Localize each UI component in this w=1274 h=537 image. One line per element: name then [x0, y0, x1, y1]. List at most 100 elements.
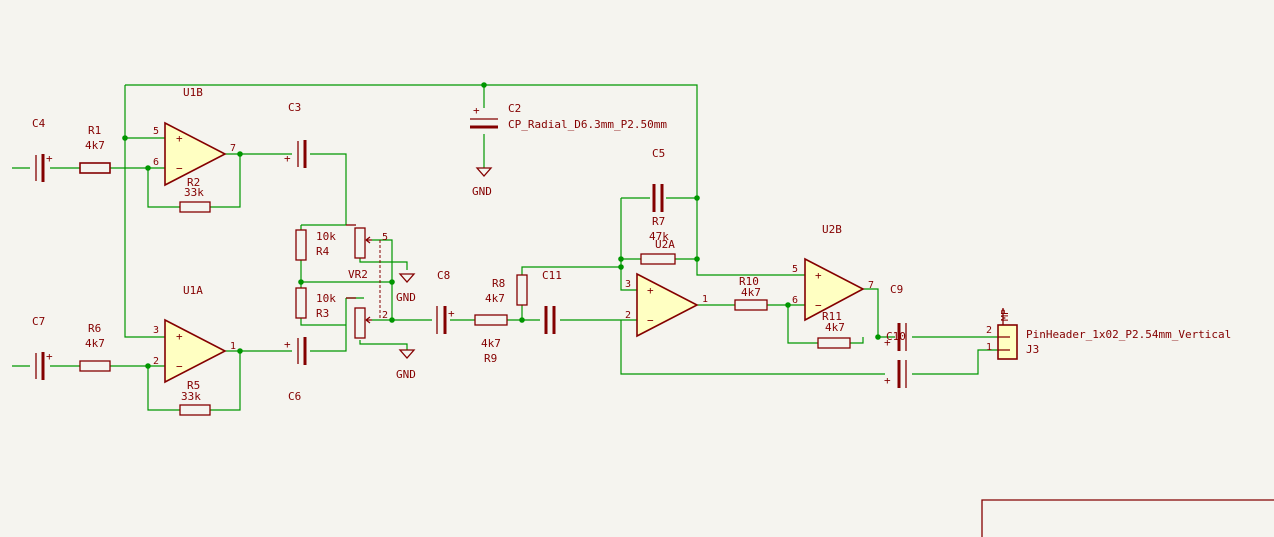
- svg-text:C11: C11: [542, 269, 562, 282]
- svg-text:3: 3: [153, 325, 159, 336]
- svg-text:2: 2: [153, 356, 159, 367]
- svg-text:CP_Radial_D6.3mm_P2.50mm: CP_Radial_D6.3mm_P2.50mm: [508, 118, 667, 131]
- svg-text:C7: C7: [32, 315, 45, 328]
- svg-text:5: 5: [153, 126, 159, 137]
- svg-text:5: 5: [382, 232, 388, 243]
- resistor-r5: R5 33k: [179, 379, 211, 416]
- svg-text:GND: GND: [396, 368, 416, 381]
- capacitor-c9: + C9: [884, 283, 907, 388]
- svg-text:MP: MP: [1000, 309, 1011, 321]
- svg-text:2: 2: [625, 310, 631, 321]
- svg-text:R3: R3: [316, 307, 329, 320]
- resistor-r10: R10 4k7: [734, 275, 768, 311]
- resistor-r1: R1 4k7: [79, 124, 111, 174]
- svg-text:1: 1: [702, 294, 708, 305]
- svg-text:10k: 10k: [316, 230, 336, 243]
- svg-text:3: 3: [625, 279, 631, 290]
- capacitor-c5: C5: [652, 147, 665, 212]
- svg-text:+: +: [46, 350, 53, 363]
- svg-text:R9: R9: [484, 352, 497, 365]
- opamp-u2a: + − 3 2 1 U2A: [625, 238, 708, 338]
- svg-text:R7: R7: [652, 215, 665, 228]
- svg-text:4k7: 4k7: [85, 139, 105, 152]
- svg-text:−: −: [176, 360, 183, 373]
- svg-text:+: +: [284, 152, 291, 165]
- svg-text:C5: C5: [652, 147, 665, 160]
- capacitor-c10: + C10: [884, 323, 907, 351]
- svg-text:VR2: VR2: [348, 268, 368, 281]
- svg-text:7: 7: [230, 143, 236, 154]
- svg-text:R6: R6: [88, 322, 101, 335]
- gnd-symbol-c2: GND: [472, 167, 493, 198]
- svg-text:C10: C10: [886, 330, 906, 343]
- svg-text:−: −: [176, 162, 183, 175]
- capacitor-c3: + C3: [284, 101, 307, 168]
- svg-text:C3: C3: [288, 101, 301, 114]
- svg-text:47k: 47k: [649, 230, 669, 243]
- svg-text:+: +: [647, 284, 654, 297]
- svg-text:R2: R2: [187, 176, 200, 189]
- svg-text:+: +: [176, 132, 183, 145]
- svg-text:J3: J3: [1026, 343, 1039, 356]
- resistor-r6: R6 4k7: [79, 322, 111, 372]
- svg-text:33k: 33k: [181, 390, 201, 403]
- svg-text:1: 1: [986, 342, 992, 353]
- capacitor-c2: + C2 CP_Radial_D6.3mm_P2.50mm: [470, 102, 667, 131]
- svg-text:+: +: [884, 336, 891, 349]
- svg-text:U2A: U2A: [655, 238, 675, 251]
- svg-text:R4: R4: [316, 245, 330, 258]
- svg-text:4k7: 4k7: [85, 337, 105, 350]
- svg-text:+: +: [473, 104, 480, 117]
- capacitor-c11: C11: [542, 269, 562, 334]
- svg-text:−: −: [815, 299, 822, 312]
- svg-text:7: 7: [868, 280, 874, 291]
- capacitor-c8: + C8: [436, 269, 455, 334]
- resistor-r3: 10k R3: [295, 287, 336, 320]
- opamp-u1a: + − 3 2 1 U1A: [153, 284, 236, 384]
- svg-text:+: +: [284, 338, 291, 351]
- svg-text:C9: C9: [890, 283, 903, 296]
- svg-text:R8: R8: [492, 277, 505, 290]
- svg-text:2: 2: [382, 310, 388, 321]
- svg-text:U1B: U1B: [183, 86, 203, 99]
- svg-text:C6: C6: [288, 390, 301, 403]
- resistor-r2: R2 33k: [179, 176, 211, 213]
- svg-text:2: 2: [986, 325, 992, 336]
- svg-text:6: 6: [153, 157, 159, 168]
- potentiometer-vr2: 5 2 VR2: [346, 224, 388, 339]
- svg-text:R10: R10: [739, 275, 759, 288]
- svg-text:U2B: U2B: [822, 223, 842, 236]
- svg-text:33k: 33k: [184, 186, 204, 199]
- opamp-u1b: + − 5 6 7 U1B: [153, 86, 236, 187]
- svg-text:GND: GND: [472, 185, 492, 198]
- capacitor-c4: + C4: [32, 117, 53, 182]
- svg-text:4k7: 4k7: [825, 321, 845, 334]
- svg-text:R5: R5: [187, 379, 200, 392]
- svg-text:+: +: [176, 330, 183, 343]
- svg-text:6: 6: [792, 295, 798, 306]
- resistor-r7: R7 47k: [640, 215, 676, 265]
- svg-text:C8: C8: [437, 269, 450, 282]
- svg-text:+: +: [46, 152, 53, 165]
- resistor-r11: R11 4k7: [817, 310, 851, 349]
- capacitor-c6: + C6: [284, 337, 307, 403]
- svg-text:+: +: [884, 374, 891, 387]
- gnd-symbol-vr2-top: GND: [396, 273, 416, 304]
- svg-text:R1: R1: [88, 124, 101, 137]
- svg-text:4k7: 4k7: [741, 286, 761, 299]
- resistor-r9: 4k7 R9: [474, 314, 508, 365]
- title-block-border: [981, 499, 1274, 537]
- gnd-symbol-vr2-bottom: GND: [396, 349, 416, 381]
- svg-text:4k7: 4k7: [485, 292, 505, 305]
- svg-text:R11: R11: [822, 310, 842, 323]
- svg-text:C2: C2: [508, 102, 521, 115]
- svg-text:GND: GND: [396, 291, 416, 304]
- opamp-u2b: + − 5 6 7 U2B: [792, 223, 874, 322]
- svg-text:C4: C4: [32, 117, 46, 130]
- svg-text:10k: 10k: [316, 292, 336, 305]
- resistor-r8: R8 4k7: [485, 274, 528, 306]
- wires: [12, 84, 998, 411]
- junctions: [122, 82, 881, 369]
- svg-text:−: −: [647, 314, 654, 327]
- svg-text:PinHeader_1x02_P2.54mm_Vertica: PinHeader_1x02_P2.54mm_Vertical: [1026, 328, 1231, 341]
